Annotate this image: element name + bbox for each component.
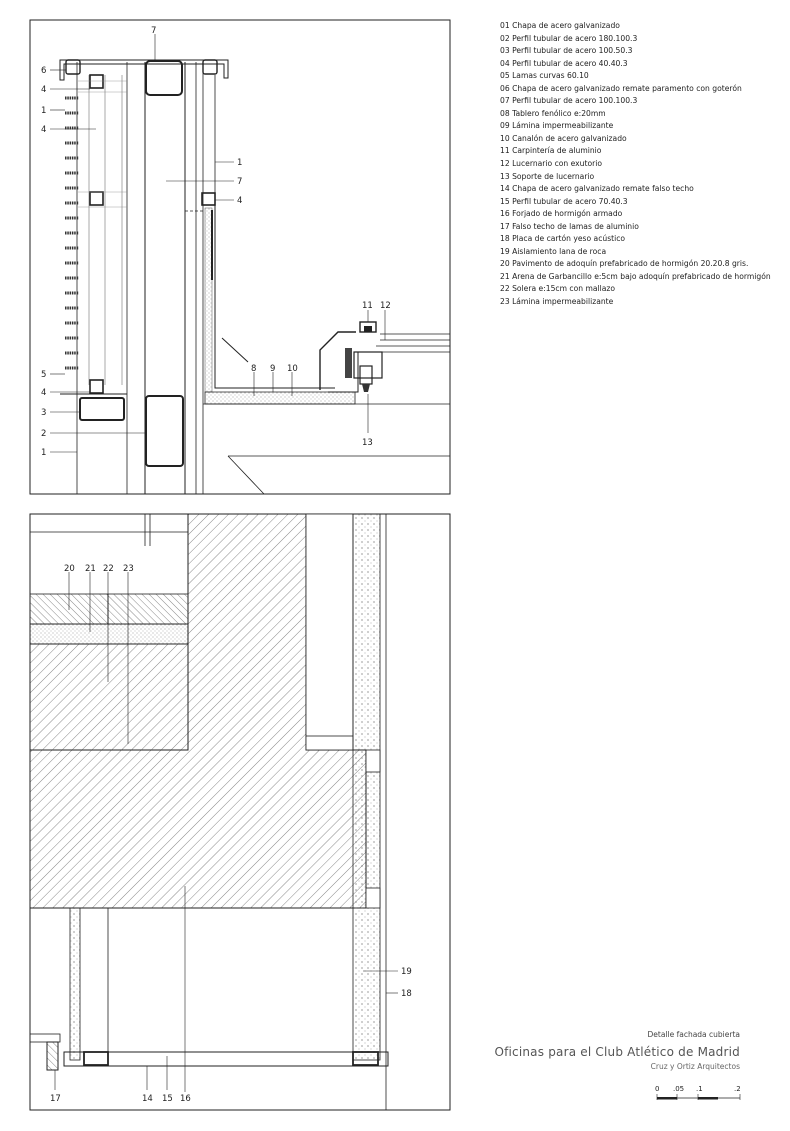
legend-item: 01 Chapa de acero galvanizado <box>500 21 620 30</box>
callout-4: 4 <box>41 125 46 135</box>
callout-4: 4 <box>41 85 46 95</box>
drawing-subtitle: Detalle fachada cubierta <box>647 1030 741 1039</box>
callout-17: 17 <box>50 1094 61 1104</box>
callout-7: 7 <box>151 26 156 36</box>
callout-4: 4 <box>237 196 242 206</box>
callout-5: 5 <box>41 370 46 380</box>
legend-item: 06 Chapa de acero galvanizado remate par… <box>500 83 742 93</box>
callout-1: 1 <box>41 448 46 458</box>
legend-item: 16 Forjado de hormigón armado <box>500 209 623 219</box>
callout-23: 23 <box>123 564 134 574</box>
callout-11: 11 <box>362 301 373 311</box>
louver-blades <box>65 96 79 370</box>
drawing-title: Oficinas para el Club Atlético de Madrid <box>494 1045 740 1059</box>
callout-13: 13 <box>362 438 373 448</box>
legend-item: 13 Soporte de lucernario <box>500 171 595 181</box>
callout-1: 1 <box>41 106 46 116</box>
legend-item: 22 Solera e:15cm con mallazo <box>500 284 615 294</box>
callout-21: 21 <box>85 564 96 574</box>
leader-lines <box>50 34 398 1092</box>
callout-16: 16 <box>180 1094 191 1104</box>
drawing-authors: Cruz y Ortiz Arquitectos <box>650 1062 740 1071</box>
scale-tick-0: 0 <box>655 1085 659 1093</box>
legend-item: 09 Lámina impermeabilizante <box>500 121 614 131</box>
scale-tick-05: .05 <box>673 1085 684 1093</box>
legend-item: 04 Perfil tubular de acero 40.40.3 <box>500 58 628 68</box>
legend-item: 15 Perfil tubular de acero 70.40.3 <box>500 196 628 206</box>
scale-tick-2: .2 <box>734 1085 741 1093</box>
callout-6: 6 <box>41 66 46 76</box>
callout-labels-top: 7 6 4 1 4 1 7 4 5 4 3 2 1 8 9 10 11 12 1… <box>41 26 391 458</box>
legend-item: 08 Tablero fenólico e:20mm <box>500 108 606 118</box>
legend-list: 01 Chapa de acero galvanizado 02 Perfil … <box>500 20 785 309</box>
callout-20: 20 <box>64 564 75 574</box>
callout-3: 3 <box>41 408 46 418</box>
callout-8: 8 <box>251 364 256 374</box>
legend-item: 19 Aislamiento lana de roca <box>500 246 607 256</box>
callout-7: 7 <box>237 177 242 187</box>
legend-item: 23 Lámina impermeabilizante <box>500 297 614 307</box>
bottom-detail-section <box>29 513 451 1111</box>
legend-item: 07 Perfil tubular de acero 100.100.3 <box>500 96 638 106</box>
legend-item: 20 Pavimento de adoquín prefabricado de … <box>500 259 749 269</box>
callout-4: 4 <box>41 388 46 398</box>
legend-item: 11 Carpintería de aluminio <box>500 146 602 156</box>
callout-9: 9 <box>270 364 275 374</box>
callout-15: 15 <box>162 1094 173 1104</box>
legend-item: 21 Arena de Garbancillo e:5cm bajo adoqu… <box>500 271 771 281</box>
callout-labels-bottom: 20 21 22 23 16 19 18 17 14 15 <box>50 564 412 1104</box>
legend-item: 14 Chapa de acero galvanizado remate fal… <box>500 184 694 194</box>
legend-item: 18 Placa de cartón yeso acústico <box>500 234 626 244</box>
callout-12: 12 <box>380 301 391 311</box>
scale-tick-1: .1 <box>696 1085 703 1093</box>
legend-item: 10 Canalón de acero galvanizado <box>500 133 627 143</box>
legend-item: 17 Falso techo de lamas de aluminio <box>500 221 639 231</box>
callout-19: 19 <box>401 967 412 977</box>
callout-10: 10 <box>287 364 298 374</box>
legend-item: 03 Perfil tubular de acero 100.50.3 <box>500 46 633 56</box>
legend-item: 12 Lucernario con exutorio <box>500 159 602 169</box>
legend-item: 02 Perfil tubular de acero 180.100.3 <box>500 33 638 43</box>
callout-1: 1 <box>237 158 242 168</box>
callout-14: 14 <box>142 1094 153 1104</box>
callout-22: 22 <box>103 564 114 574</box>
callout-18: 18 <box>401 989 412 999</box>
callout-2: 2 <box>41 429 46 439</box>
scale-bar: 0 .05 .1 .2 <box>655 1085 741 1100</box>
legend-item: 05 Lamas curvas 60.10 <box>500 71 589 81</box>
top-detail-section <box>29 19 451 495</box>
